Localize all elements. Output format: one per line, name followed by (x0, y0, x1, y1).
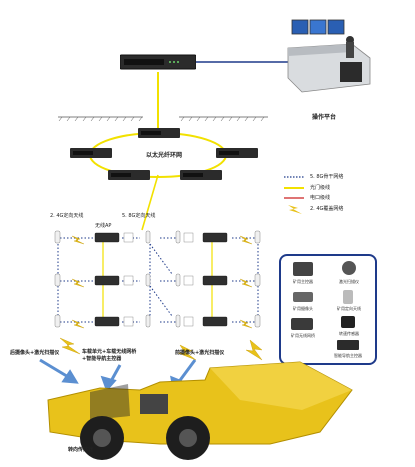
coverage-bolt-icon (177, 344, 197, 361)
speed-sensor-icon (341, 316, 355, 328)
operation-platform-label: 操作平台 (312, 114, 337, 121)
ring-switch (180, 170, 222, 180)
wireless-ap-label: 无线AP (95, 223, 112, 229)
wireless-ap-icon (202, 232, 228, 243)
antenna-icon (175, 230, 181, 244)
antenna-icon (145, 314, 151, 328)
ring-switch (108, 170, 150, 180)
ring-switch (70, 148, 112, 158)
antenna-icon (254, 273, 261, 287)
ring-switch (138, 128, 180, 138)
coverage-bolt-icon (239, 235, 253, 245)
panel-device-label: 矿用定向天线 (337, 306, 361, 311)
operation-console (287, 19, 371, 93)
antenna-icon (254, 314, 261, 328)
antenna-24g-label: 2. 4G定向天线 (50, 213, 84, 219)
coverage-bolt-icon (59, 337, 81, 355)
vehicle-unit-label: 车载单元+车载无线网桥 +智能导航主控器 (82, 349, 137, 362)
panel-device-label: 矿用无线网桥 (291, 333, 315, 338)
wireless-ap-icon (94, 275, 120, 286)
front-camera-label: 前摄像头+激光扫描仪 (175, 350, 225, 356)
rear-camera-label: 后摄像头+激光扫描仪 (10, 350, 60, 356)
laser-scanner-icon (342, 261, 356, 275)
antenna-icon (175, 314, 181, 328)
coverage-bolt-icon (245, 339, 263, 361)
arrow-rear (39, 358, 71, 380)
panel-device-label: 转速传感器 (339, 331, 359, 336)
loader-vehicle (47, 361, 353, 460)
legend-label: 光门级线 (310, 185, 331, 191)
antenna-icon (145, 230, 151, 244)
navigation-controller-icon (337, 340, 359, 350)
antenna-icon (175, 273, 181, 287)
coverage-bolt-icon (71, 319, 85, 329)
antenna-icon (54, 230, 61, 244)
panel-device-label: 激光扫描仪 (339, 279, 359, 284)
wireless-ap-icon (94, 232, 120, 243)
ring-network-label: 以太光纤环网 (146, 152, 183, 159)
panel-device-label: 智能导航主控器 (334, 353, 362, 358)
coverage-bolt-icon (239, 319, 253, 329)
legend-label: 2. 4G覆盖网络 (310, 206, 344, 212)
legend: 5. 8G骨干网络 光门级线 电口级线 2. 4G覆盖网络 (284, 172, 404, 216)
legend-label: 电口级线 (310, 195, 331, 201)
ring-switch (216, 148, 258, 158)
panel-device-label: 矿用摄像头 (293, 306, 313, 311)
legend-bolt-icon (288, 205, 302, 214)
coverage-bolt-icon (71, 278, 85, 288)
coverage-bolt-icon (239, 278, 253, 288)
camera-icon (293, 292, 313, 302)
antenna-58g-label: 5. 8G定向天线 (122, 213, 156, 219)
wireless-ap-icon (202, 275, 228, 286)
wireless-ap-icon (202, 316, 228, 327)
core-switch (120, 54, 196, 70)
antenna-icon (54, 314, 61, 328)
main-controller-icon (293, 262, 313, 276)
equipment-panel: 矿用主控器 激光扫描仪 矿用摄像头 矿用定向天线 矿用无线网桥 转速传感器 智能… (279, 254, 377, 365)
access-drop (141, 174, 159, 231)
legend-label: 5. 8G骨干网络 (310, 174, 344, 180)
panel-device-label: 矿用主控器 (293, 279, 313, 284)
antenna-icon (254, 230, 261, 244)
coverage-bolt-icon (71, 235, 85, 245)
antenna-icon (54, 273, 61, 287)
arrow-front (176, 359, 197, 384)
directional-antenna-icon (343, 290, 353, 304)
antenna-icon (145, 273, 151, 287)
wireless-ap-icon (94, 316, 120, 327)
steering-sensor-label: 转向传感器 (68, 447, 94, 453)
wireless-bridge-icon (291, 318, 313, 330)
